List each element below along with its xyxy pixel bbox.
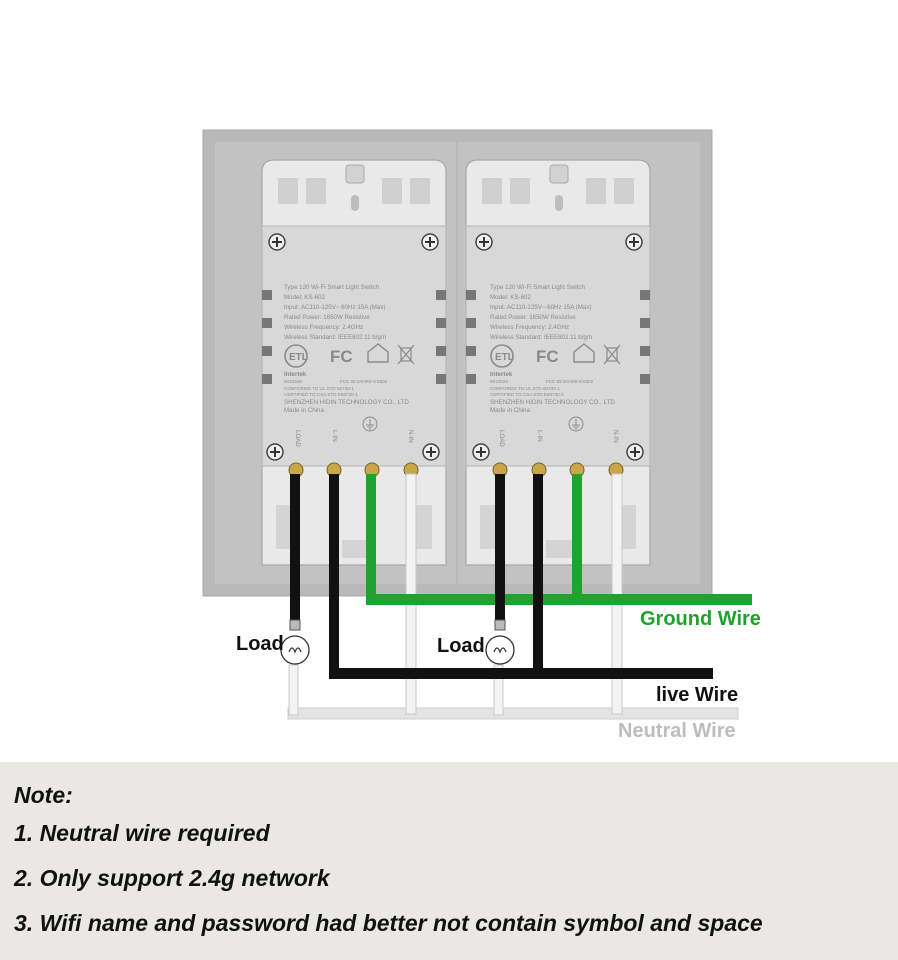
etl-logo-icon: ETL <box>284 344 308 368</box>
load-wire-left <box>290 474 300 624</box>
weee-bin-icon <box>603 344 621 365</box>
fcc-id: FCC ID:2AHRE-KS602 <box>546 379 594 384</box>
module-input: Input: AC110-125V~ 60Hz 15A (Max) <box>490 304 592 311</box>
screw-icon <box>266 443 284 461</box>
terminal-load-label: LOAD <box>294 430 301 447</box>
neutral-wire-bus <box>287 707 739 720</box>
company-name: SHENZHEN HIDIN TECHNOLOGY CO., LTD <box>490 399 615 406</box>
ground-symbol-icon <box>362 416 378 432</box>
live-wire-left <box>329 474 339 679</box>
live-wire <box>329 474 713 679</box>
fcc-id: FCC ID:2AHRE-KS602 <box>340 379 388 384</box>
module-power: Rated Power: 1650W Resistive <box>490 314 576 321</box>
module-title: Type 120 Wi-Fi Smart Light Switch <box>284 284 379 291</box>
load-label-left: Load <box>236 633 284 655</box>
load-wire-right <box>495 474 505 624</box>
ground-wire-left <box>366 474 376 605</box>
screw-icon <box>625 233 643 251</box>
ground-wire-right <box>572 474 582 605</box>
module-power: Rated Power: 1650W Resistive <box>284 314 370 321</box>
module-frequency: Wireless Frequency: 2.4GHz <box>284 324 363 331</box>
load-label-right: Load <box>437 635 485 657</box>
screw-icon <box>475 233 493 251</box>
module-title: Type 120 Wi-Fi Smart Light Switch <box>490 284 585 291</box>
fcc-logo-icon: FC <box>330 347 353 366</box>
ground-symbol-icon <box>568 416 584 432</box>
fcc-logo-icon: FC <box>536 347 559 366</box>
switch-unit-left: Type 120 Wi-Fi Smart Light Switch Model:… <box>261 159 447 566</box>
notes-heading: Note: <box>14 782 73 808</box>
live-wire-label: live Wire <box>656 684 738 706</box>
switch-unit-right: Type 120 Wi-Fi Smart Light Switch Model:… <box>465 159 651 566</box>
weee-bin-icon <box>397 344 415 365</box>
module-standard: Wireless Standard: IEEE802.11 b/g/n <box>490 334 593 341</box>
light-bulb-icon-right <box>485 619 515 665</box>
neutral-wire-label: Neutral Wire <box>618 720 736 742</box>
cert-number: 5010526 <box>284 379 302 384</box>
module-body-left <box>261 225 447 467</box>
live-wire-right <box>533 474 543 679</box>
conforms-text: CONFORMS TO UL STD 60730-1 <box>490 386 560 391</box>
screw-icon <box>472 443 490 461</box>
wiring-diagram: Type 120 Wi-Fi Smart Light Switch Model:… <box>202 129 761 742</box>
note-item: 1. Neutral wire required <box>14 820 270 846</box>
screw-icon <box>626 443 644 461</box>
neutral-wire-lamp-right <box>493 664 504 716</box>
house-icon <box>573 343 595 363</box>
terminal-nin-label: N-IN <box>612 430 619 443</box>
screw-icon <box>421 233 439 251</box>
terminal-nin-label: N-IN <box>407 430 414 443</box>
made-in: Made in China <box>490 407 530 414</box>
ground-wire-bus <box>366 594 752 605</box>
ground-wire-label: Ground Wire <box>640 608 761 630</box>
terminal-load-label: LOAD <box>498 430 505 447</box>
ground-wire <box>366 474 752 605</box>
company-name: SHENZHEN HIDIN TECHNOLOGY CO., LTD <box>284 399 409 406</box>
conforms-text: CONFORMS TO UL STD 60730-1 <box>284 386 354 391</box>
neutral-wire-lamp-left <box>288 664 299 716</box>
screw-icon <box>422 443 440 461</box>
module-standard: Wireless Standard: IEEE802.11 b/g/n <box>284 334 387 341</box>
house-icon <box>367 343 389 363</box>
etl-logo-icon: ETL <box>490 344 514 368</box>
module-model: Model: KS-602 <box>490 294 531 301</box>
certified-text: CERTIFIED TO CSA STD E60730-1 <box>490 392 564 397</box>
note-item: 2. Only support 2.4g network <box>14 865 330 891</box>
load-wire <box>290 474 505 624</box>
module-model: Model: KS-602 <box>284 294 325 301</box>
intertek-label: Intertek <box>284 371 307 378</box>
light-bulb-icon-left <box>280 619 310 665</box>
notes-panel: Note: 1. Neutral wire required 2. Only s… <box>0 762 898 960</box>
svg-text:ETL: ETL <box>495 352 514 363</box>
module-input: Input: AC110-125V~ 60Hz 15A (Max) <box>284 304 386 311</box>
terminal-lin-label: L-IN <box>536 430 543 442</box>
certified-text: CERTIFIED TO CSA STD E60730-1 <box>284 392 358 397</box>
terminal-lin-label: L-IN <box>331 430 338 442</box>
screw-icon <box>268 233 286 251</box>
module-body-right <box>465 225 651 467</box>
module-frequency: Wireless Frequency: 2.4GHz <box>490 324 569 331</box>
cert-number: 5010526 <box>490 379 508 384</box>
made-in: Made in China <box>284 407 324 414</box>
note-item: 3. Wifi name and password had better not… <box>14 910 763 936</box>
intertek-label: Intertek <box>490 371 513 378</box>
svg-text:ETL: ETL <box>289 352 308 363</box>
live-wire-bus <box>329 668 713 679</box>
